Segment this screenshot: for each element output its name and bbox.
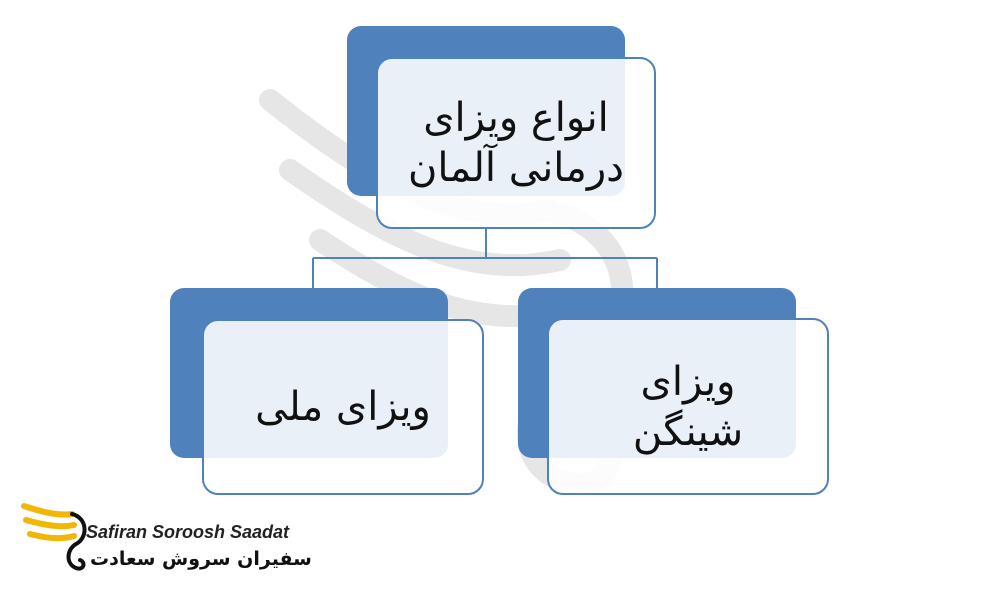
child-node-schengen-visa: ویزای شینگن: [547, 318, 829, 495]
child-node-national-visa-label: ویزای ملی: [255, 384, 431, 430]
root-node: انواع ویزای درمانی آلمان: [376, 57, 656, 229]
child-node-schengen-visa-label: ویزای شینگن: [632, 358, 744, 455]
brand-logo: Safiran Soroosh Saadat سفیران سروش سعادت: [20, 492, 312, 592]
root-node-label: انواع ویزای درمانی آلمان: [408, 95, 624, 191]
brand-name-fa: سفیران سروش سعادت: [90, 548, 312, 570]
brand-name-en: Safiran Soroosh Saadat: [86, 522, 290, 542]
phoenix-icon: [21, 503, 87, 571]
child-node-national-visa: ویزای ملی: [202, 319, 484, 495]
